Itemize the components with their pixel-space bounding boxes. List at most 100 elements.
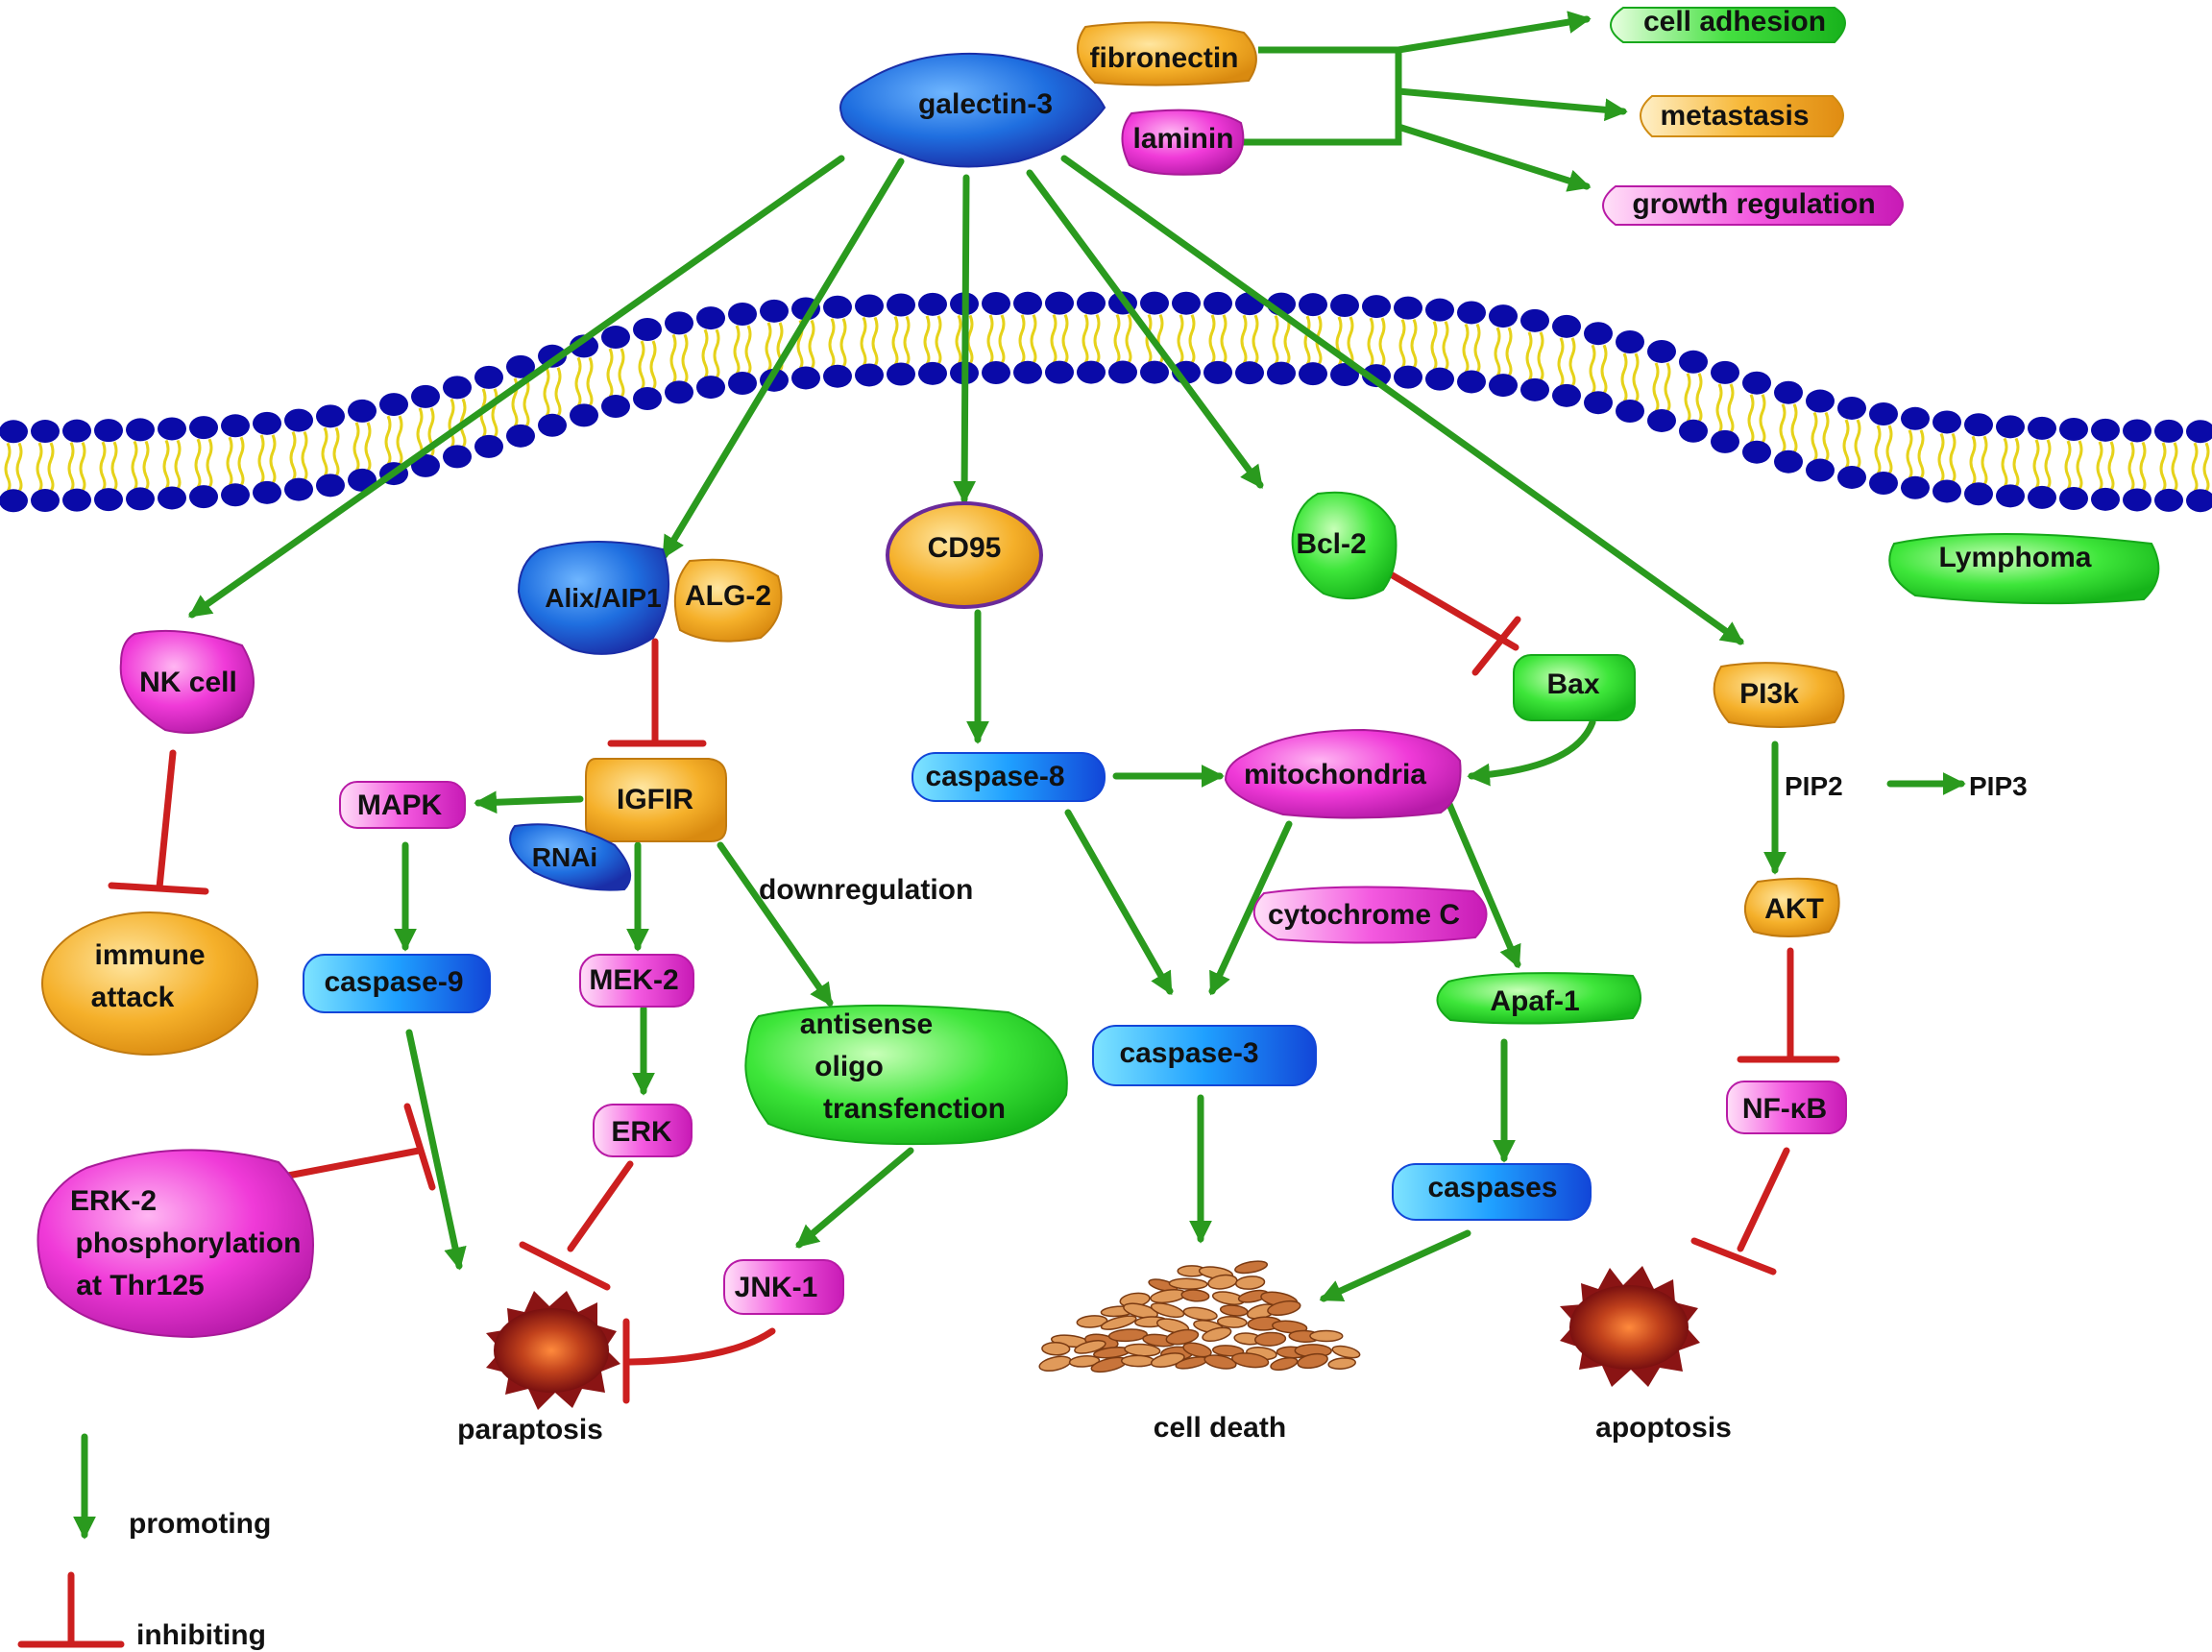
node-apaf-1[interactable]: Apaf-1	[1436, 972, 1641, 1025]
label-alg2: ALG-2	[685, 580, 771, 612]
arrow-galectin-nkcell	[188, 155, 845, 619]
label-immune-attack-line1: immune	[94, 939, 205, 971]
node-cytochrome-c[interactable]: cytochrome C	[1252, 886, 1488, 944]
node-cd95[interactable]: CD95	[886, 501, 1043, 609]
inhibit-nfkb-apoptosis	[1737, 1147, 1790, 1252]
node-bcl-2[interactable]: Bcl-2	[1291, 491, 1398, 600]
legend: promoting inhibiting	[129, 1508, 271, 1651]
node-mitochondria[interactable]: mitochondria	[1224, 728, 1462, 819]
node-caspase-9[interactable]: caspase-9	[303, 954, 491, 1013]
inhibit-bcl2-bax	[1387, 571, 1519, 651]
label-caspase-9: caspase-9	[324, 966, 463, 998]
node-akt[interactable]: AKT	[1744, 877, 1840, 937]
node-fibronectin[interactable]: fibronectin	[1077, 21, 1257, 86]
node-jnk-1[interactable]: JNK-1	[723, 1259, 844, 1315]
label-erk2-line3: at Thr125	[76, 1270, 204, 1301]
node-alg2[interactable]: ALG-2	[673, 558, 783, 643]
cell-death-debris-icon	[1038, 1260, 1361, 1373]
arrow-igfir-antisense	[717, 841, 834, 1007]
label-erk: ERK	[611, 1116, 672, 1148]
arrow-bracket-celladhesion	[1395, 11, 1592, 54]
inhibiting-lines	[17, 571, 1840, 1648]
label-caspases: caspases	[1427, 1172, 1557, 1203]
arrow-caspase9-paraptosis	[405, 1029, 467, 1271]
node-mek-2[interactable]: MEK-2	[579, 954, 694, 1008]
label-jnk-1: JNK-1	[735, 1272, 818, 1303]
label-cell-adhesion: cell adhesion	[1643, 6, 1826, 37]
label-akt: AKT	[1764, 893, 1824, 925]
arrow-igfir-mapk	[474, 790, 584, 814]
arrow-bax-mito	[1467, 718, 1596, 787]
label-caspase-8: caspase-8	[925, 761, 1064, 792]
label-mapk: MAPK	[357, 790, 443, 821]
paraptosis-cell-icon	[486, 1291, 620, 1410]
node-galectin-3[interactable]: galectin-3	[839, 52, 1106, 168]
node-bax[interactable]: Bax	[1513, 654, 1636, 721]
arrow-antisense-jnk1	[795, 1147, 914, 1249]
label-mek-2: MEK-2	[589, 964, 678, 996]
node-rnai[interactable]: RNAi	[509, 823, 632, 891]
node-cell-adhesion[interactable]: cell adhesion	[1610, 6, 1846, 43]
label-alix-aip1: Alix/AIP1	[545, 583, 661, 613]
label-cell-death: cell death	[1154, 1412, 1286, 1444]
label-downregulation: downregulation	[759, 874, 973, 906]
apoptosis-cell-icon	[1560, 1266, 1700, 1387]
node-igfir[interactable]: IGFIR	[585, 758, 727, 842]
node-pi3k[interactable]: PI3k	[1713, 662, 1845, 728]
node-alix-aip1[interactable]: Alix/AIP1	[517, 541, 670, 655]
label-erk2-line2: phosphorylation	[76, 1227, 302, 1259]
label-lymphoma: Lymphoma	[1939, 542, 2092, 573]
label-laminin: laminin	[1132, 123, 1233, 155]
arrow-caspases-celldeath	[1319, 1229, 1471, 1302]
node-laminin[interactable]: laminin	[1121, 109, 1245, 176]
label-metastasis: metastasis	[1660, 100, 1809, 132]
node-immune-attack[interactable]: immune attack	[41, 911, 258, 1056]
label-antisense-line1: antisense	[800, 1008, 933, 1040]
label-nf-kb: NF-κB	[1742, 1093, 1827, 1125]
node-caspase-3[interactable]: caspase-3	[1092, 1025, 1317, 1086]
label-cytochrome-c: cytochrome C	[1268, 899, 1460, 931]
label-erk2-line1: ERK-2	[70, 1185, 157, 1217]
label-bax: Bax	[1546, 668, 1599, 700]
outcomes: paraptosis cell death apoptosis	[457, 1260, 1732, 1446]
label-bcl-2: Bcl-2	[1296, 528, 1366, 560]
legend-promoting-label: promoting	[129, 1508, 271, 1540]
node-lymphoma[interactable]: Lymphoma	[1888, 533, 2160, 605]
cell-membrane	[0, 291, 2212, 513]
adhesion-bracket	[1239, 46, 1402, 146]
arrow-galectin-alix	[661, 158, 905, 560]
label-paraptosis: paraptosis	[457, 1414, 603, 1446]
arrow-caspase8-caspase3	[1064, 809, 1174, 996]
arrow-bracket-growth	[1395, 123, 1592, 192]
node-erk2-phosphorylation[interactable]: ERK-2 phosphorylation at Thr125	[36, 1149, 314, 1339]
node-growth-regulation[interactable]: growth regulation	[1602, 185, 1904, 226]
inhibit-erk2-caspase9	[284, 1147, 423, 1179]
nodes: galectin-3 fibronectin laminin cell adhe…	[36, 6, 2160, 1339]
label-rnai: RNAi	[532, 842, 597, 872]
arrow-mito-apaf1	[1445, 798, 1521, 969]
legend-inhibiting-label: inhibiting	[136, 1619, 266, 1651]
node-nk-cell[interactable]: NK cell	[119, 629, 255, 734]
node-erk[interactable]: ERK	[593, 1104, 693, 1157]
label-antisense-line2: oligo	[814, 1051, 884, 1082]
promoting-arrows	[73, 11, 1966, 1540]
node-metastasis[interactable]: metastasis	[1640, 95, 1844, 137]
node-nf-kb[interactable]: NF-κB	[1726, 1081, 1847, 1134]
arrow-mito-caspase3	[1208, 820, 1293, 996]
label-mitochondria: mitochondria	[1244, 759, 1426, 790]
label-antisense-line3: transfenction	[823, 1093, 1006, 1125]
label-pi3k: PI3k	[1739, 678, 1799, 710]
label-apoptosis: apoptosis	[1595, 1412, 1732, 1444]
label-nk-cell: NK cell	[139, 667, 237, 698]
node-antisense-oligo[interactable]: antisense oligo transfenction	[744, 1004, 1068, 1146]
label-igfir: IGFIR	[617, 784, 693, 815]
arrow-galectin-cd95	[953, 174, 977, 504]
inhibit-erk-paraptosis	[567, 1160, 634, 1252]
arrow-galectin-pi3k	[1060, 155, 1744, 645]
node-caspase-8[interactable]: caspase-8	[912, 752, 1106, 802]
node-mapk[interactable]: MAPK	[339, 781, 466, 829]
label-pip3: PIP3	[1969, 771, 2028, 801]
node-caspases[interactable]: caspases	[1392, 1163, 1592, 1221]
